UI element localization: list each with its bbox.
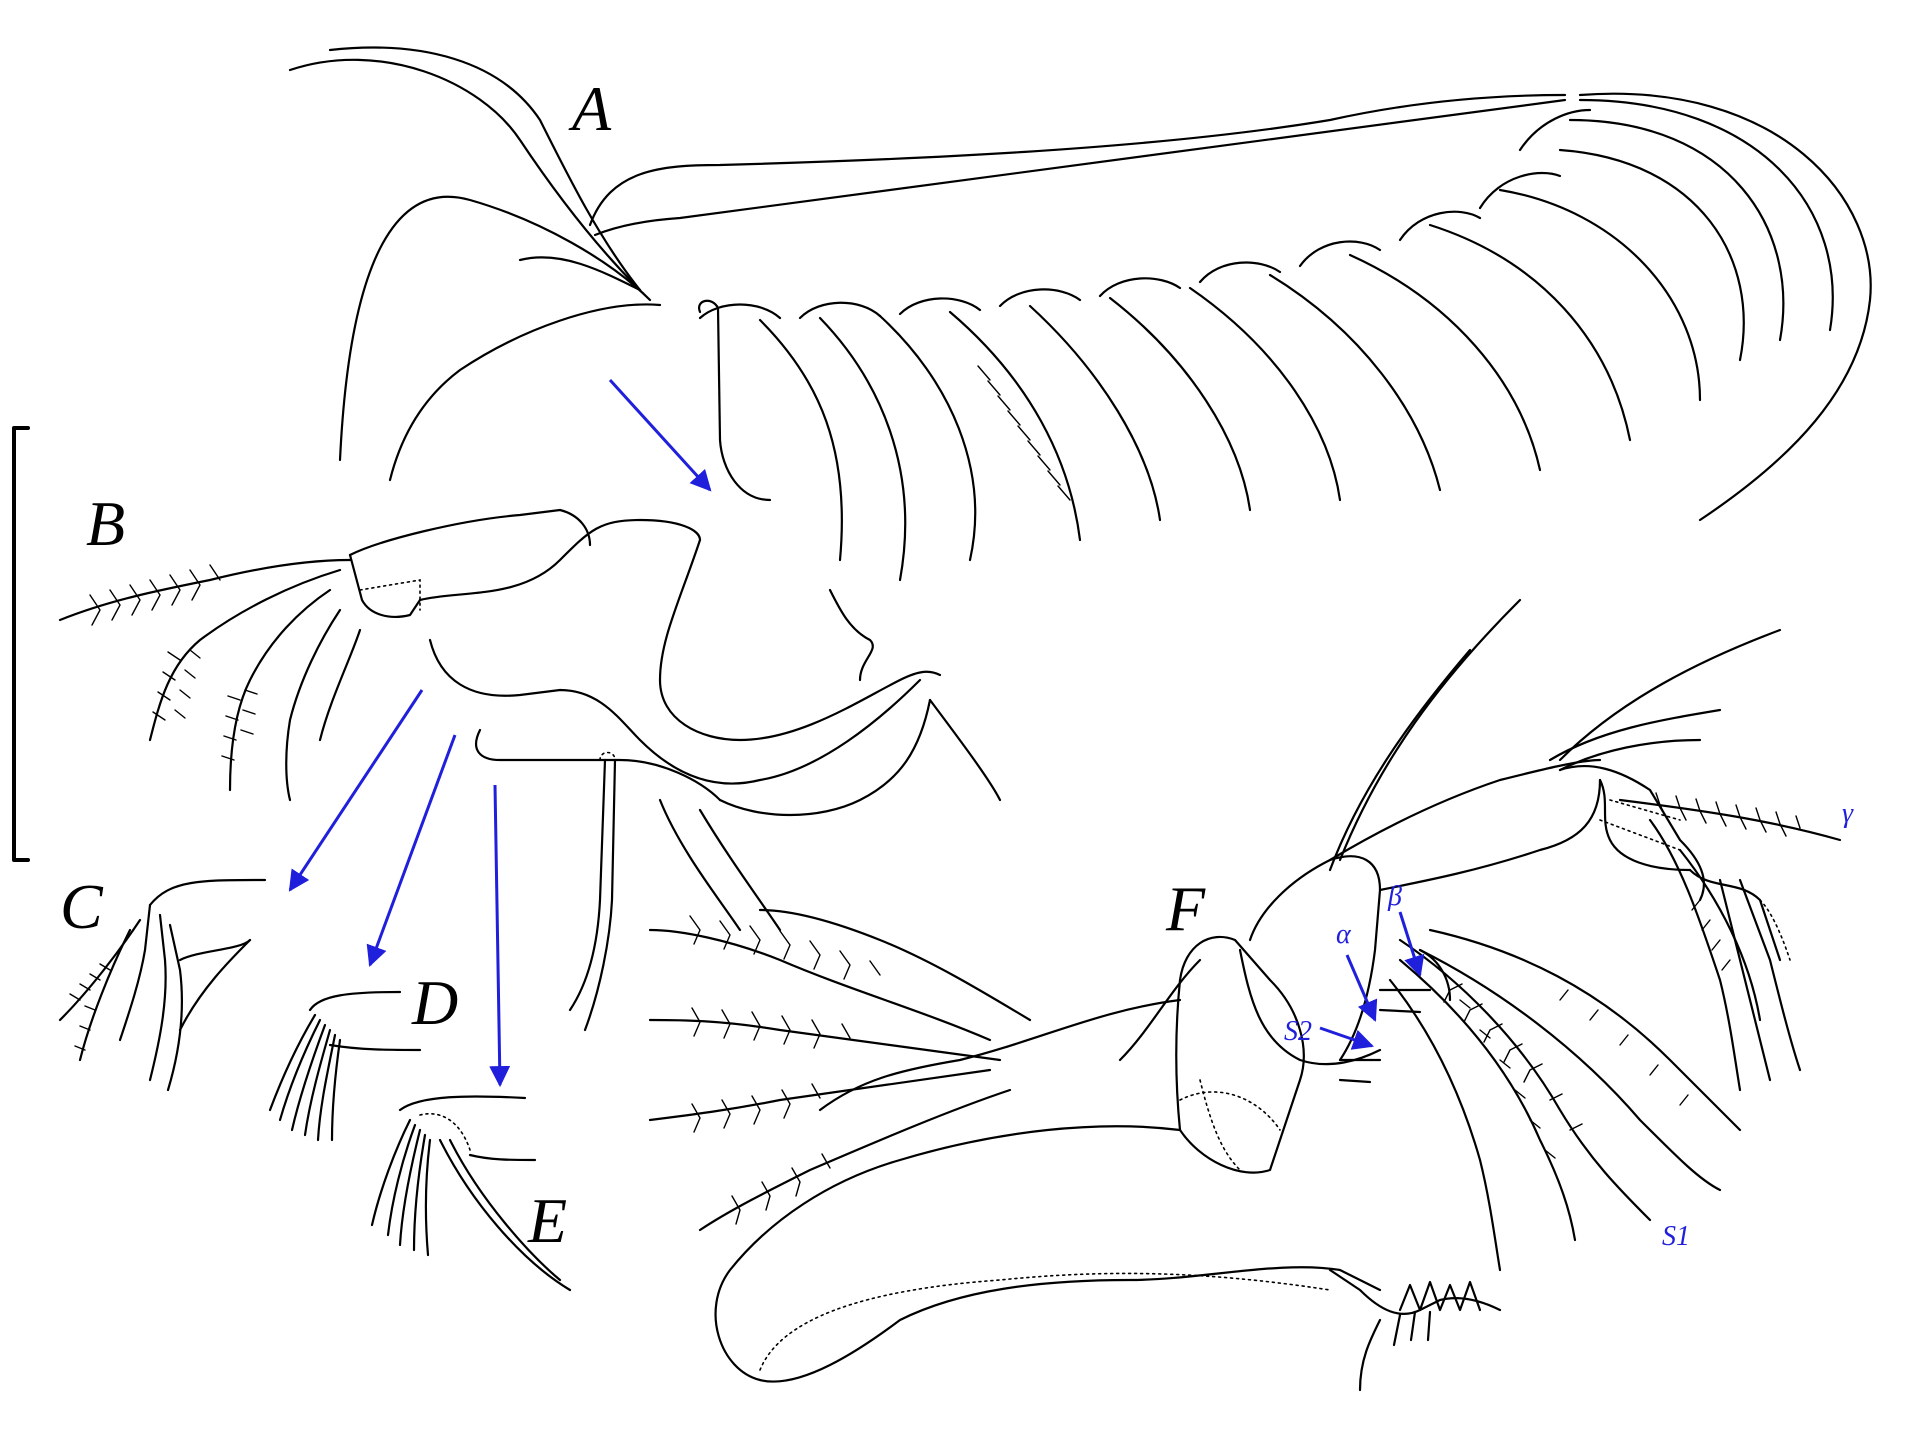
annotation-s1: S1 [1662,1221,1690,1252]
panel-label-d: D [411,967,458,1038]
panel-label-e: E [527,1185,567,1256]
panel-label-b: B [86,488,125,559]
panel-c-drawing [58,878,267,1092]
panel-label-c: C [60,871,104,942]
arrow-a-to-b [608,378,712,492]
panel-e-drawing [370,1095,572,1292]
annotation-alpha: α [1336,919,1352,950]
beta-arrow [1398,911,1425,978]
s2-arrow [1319,1026,1374,1050]
annotation-beta: β [1387,881,1402,912]
arrow-b-to-d [366,734,457,967]
arrow-b-to-c [288,689,424,892]
annotation-gamma: γ [1842,798,1854,829]
panel-f-drawing [648,598,1842,1392]
scale-bar [12,426,30,862]
arrow-b-to-e [489,784,511,1088]
alpha-arrow [1345,954,1378,1022]
panel-a-drawing [288,46,1872,582]
panel-b-drawing [58,508,1002,1032]
annotation-s2: S2 [1284,1016,1312,1047]
panel-d-drawing [268,990,422,1142]
panel-label-a: A [568,73,612,144]
panel-label-f: F [1165,873,1206,944]
